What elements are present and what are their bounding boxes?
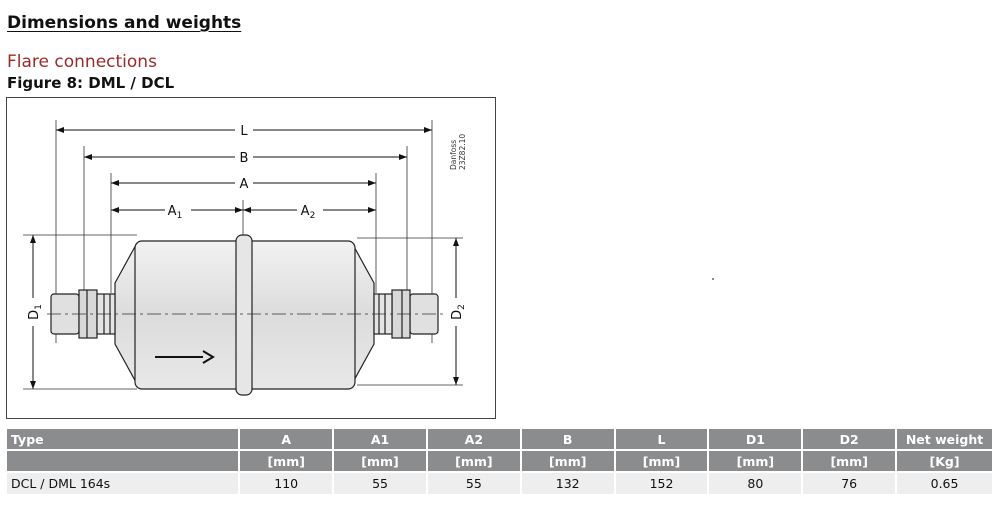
- cell-a: 110: [240, 473, 333, 494]
- unit-header: [Kg]: [897, 451, 992, 471]
- cell-net-weight: 0.65: [897, 473, 992, 494]
- cell-type: DCL / DML 164s: [7, 473, 239, 494]
- column-header: A1: [334, 429, 426, 449]
- cell-l: 152: [615, 473, 708, 494]
- column-header: A2: [427, 429, 520, 449]
- figure-caption: Figure 8: DML / DCL: [7, 74, 175, 92]
- table-header-row: Type A A1 A2 B L D1 D2 Net weight: [7, 429, 992, 449]
- dimensions-table: Type A A1 A2 B L D1 D2 Net weight [mm] […: [5, 427, 994, 496]
- subsection-heading: Flare connections: [7, 52, 157, 72]
- unit-header: [mm]: [240, 451, 333, 471]
- cell-b: 132: [521, 473, 614, 494]
- section-heading: Dimensions and weights: [7, 13, 242, 33]
- unit-header: [mm]: [427, 451, 520, 471]
- column-header: D2: [803, 429, 896, 449]
- dimension-lines: [30, 127, 459, 389]
- stray-mark: [712, 278, 714, 280]
- dim-label-d1: D1: [27, 304, 44, 320]
- extension-lines: [23, 120, 463, 390]
- table-row: DCL / DML 164s 110 55 55 132 152 80 76 0…: [7, 473, 992, 494]
- unit-header: [mm]: [709, 451, 802, 471]
- dim-label-a2: A2: [301, 204, 316, 221]
- dim-label-a1: A1: [168, 204, 183, 221]
- column-header: L: [615, 429, 708, 449]
- cell-d2: 76: [803, 473, 896, 494]
- dim-label-b: B: [240, 151, 249, 166]
- column-header: B: [521, 429, 614, 449]
- unit-header: [mm]: [334, 451, 426, 471]
- dim-label-a: A: [240, 177, 249, 192]
- drawing-code: 23Z82.10: [458, 134, 467, 170]
- unit-header: [mm]: [521, 451, 614, 471]
- column-header: Type: [7, 429, 239, 449]
- cell-a1: 55: [334, 473, 426, 494]
- flow-arrow-icon: [155, 350, 215, 364]
- dim-label-d2: D2: [450, 304, 467, 320]
- cell-d1: 80: [709, 473, 802, 494]
- column-header: Net weight: [897, 429, 992, 449]
- unit-header: [mm]: [615, 451, 708, 471]
- unit-header: [7, 451, 239, 471]
- column-header: A: [240, 429, 333, 449]
- column-header: D1: [709, 429, 802, 449]
- filter-drier-drawing: L B A A1 A2 D1 D2 Danfoss 23Z82.10: [23, 120, 467, 396]
- dim-label-l: L: [240, 124, 248, 139]
- table-units-row: [mm] [mm] [mm] [mm] [mm] [mm] [mm] [Kg]: [7, 451, 992, 471]
- unit-header: [mm]: [803, 451, 896, 471]
- technical-drawing: L B A A1 A2 D1 D2 Danfoss 23Z82.10: [6, 97, 496, 419]
- cell-a2: 55: [427, 473, 520, 494]
- brand-text: Danfoss: [449, 140, 458, 170]
- filter-body: [50, 234, 439, 396]
